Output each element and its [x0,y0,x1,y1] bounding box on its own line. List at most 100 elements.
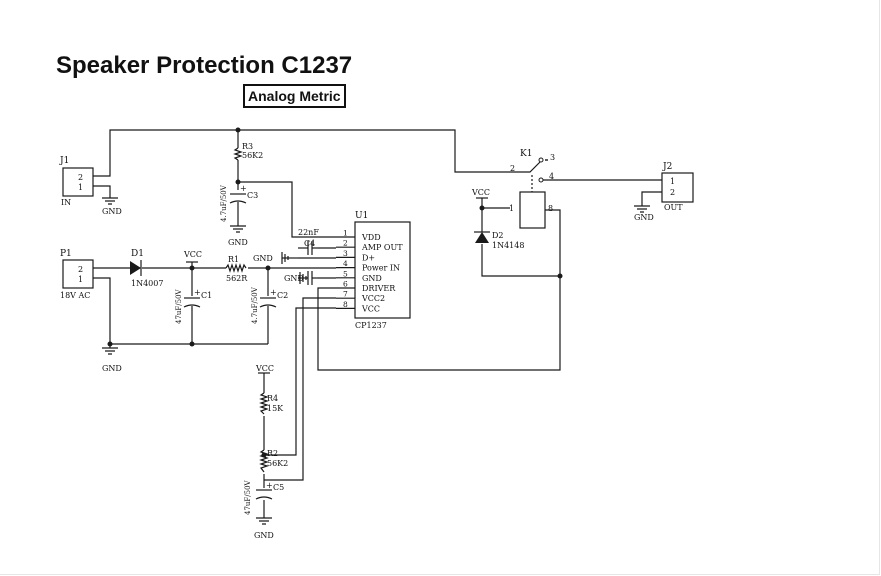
j1-name: IN [61,198,71,207]
d2-label: D2 [492,231,504,240]
gnd-j2-label: GND [634,213,654,222]
c2-plus: + [270,288,277,297]
vcc1-label: VCC [183,250,202,259]
connector-j1: J1 2 1 IN [59,156,94,207]
r2-label: R2 [267,449,278,458]
r2-value: 56K2 [267,459,288,468]
capacitor-c1: + C1 47uF/50V [175,288,212,324]
u1-pin-name: AMP OUT [361,243,403,252]
junction-dot [479,205,485,211]
c4-label: C4 [304,239,315,248]
resistor-r2: R2 56K2 [259,449,288,473]
resistor-r1: R1 562R [225,255,248,283]
capacitor-c3: + C3 4.7uF/50V GND [220,184,258,247]
u1-pin-name: D+ [362,253,375,262]
ground-symbol: GND [634,205,654,222]
u1-pin-number: 8 [343,300,348,309]
diode-d2: D2 1N4148 [474,231,524,250]
r3-label: R3 [242,142,253,151]
u1-pin-number: 2 [343,239,348,248]
vcc-symbol: VCC [183,250,202,263]
junction-dot [265,265,271,271]
k1-pin1: 1 [509,204,514,213]
gnd-c3-label: GND [228,238,248,247]
junction-dot [107,341,113,347]
c3-plus: + [240,184,247,193]
u1-pin-name: Power IN [362,264,400,273]
capacitor-c2: + C2 4.7uF/50V [251,286,288,324]
p1-label: P1 [60,249,72,259]
junction-dot [235,127,241,133]
gnd-j1-label: GND [102,207,122,216]
c3-label: C3 [247,191,258,200]
capacitor-c4: 22nF C4 [298,228,319,255]
c3-value: 4.7uF/50V [220,184,228,222]
c5-value: 47uF/50V [244,479,252,515]
c1-label: C1 [201,291,212,300]
subtitle-badge: Analog Metric [243,84,346,108]
junction-dot [557,273,563,279]
resistor-r4: R4 15K [259,392,284,415]
diode-d1: D1 1N4007 [130,249,163,288]
gnd-a-label: GND [253,254,273,263]
j2-name: OUT [664,203,683,212]
junction-dot [189,265,195,271]
vcc-symbol: VCC [255,364,274,374]
vcc-symbol: VCC [471,188,490,199]
gnd-c5-label: GND [254,531,274,540]
c5-plus: + [266,481,273,490]
d1-value: 1N4007 [131,279,163,288]
r1-value: 562R [226,274,248,283]
c2-value: 4.7uF/50V [251,286,259,324]
j1-label: J1 [59,156,69,166]
relay-k1: K1 2 3 4 1 8 [509,149,555,229]
ground-symbol: GND [253,252,298,264]
k1-pin2: 2 [510,164,515,173]
u1-pin-number: 3 [343,249,348,258]
gnd-b-label: GND [284,274,304,283]
d1-label: D1 [131,249,144,259]
r1-label: R1 [228,255,239,264]
p1-name: 18V AC [60,291,90,300]
k1-pin4: 4 [549,172,554,181]
connector-p1: P1 2 1 18V AC [60,249,94,300]
u1-pin-number: 4 [343,259,348,268]
capacitor-c5: + C5 47uF/50V GND [244,479,284,540]
p1-pin1: 1 [78,275,83,284]
c4-cap-value: 22nF [298,228,319,237]
vcc2-label: VCC [471,188,490,197]
j1-pin2: 2 [78,173,83,182]
gnd-main-label: GND [102,364,122,373]
j2-label: J2 [662,162,672,172]
u1-pin-number: 1 [343,229,348,238]
junction-dot [189,341,195,347]
c5-label: C5 [273,483,284,492]
u1-name: CP1237 [355,321,387,330]
r4-label: R4 [267,394,278,403]
r3-value: 56K2 [242,151,263,160]
u1-pin-number: 5 [343,269,348,278]
u1-pin-name: DRIVER [362,284,396,293]
c1-plus: + [194,288,201,297]
r4-value: 15K [267,404,284,413]
k1-label: K1 [520,149,532,159]
u1-pin-name: VCC2 [361,294,385,303]
j1-pin1: 1 [78,183,83,192]
j2-pin2: 2 [670,188,675,197]
p1-pin2: 2 [78,265,83,274]
connector-j2: J2 1 2 OUT [661,162,694,212]
c1-value: 47uF/50V [175,288,183,324]
u1-pin-name: VCC [361,304,380,313]
ground-symbol: GND [284,272,307,284]
u1-label: U1 [355,211,368,221]
junction-dot [235,179,241,185]
d2-value: 1N4148 [492,241,524,250]
capacitor [307,271,318,285]
c2-label: C2 [277,291,288,300]
u1-pin-name: VDD [361,233,381,242]
k1-pin8: 8 [548,204,553,213]
